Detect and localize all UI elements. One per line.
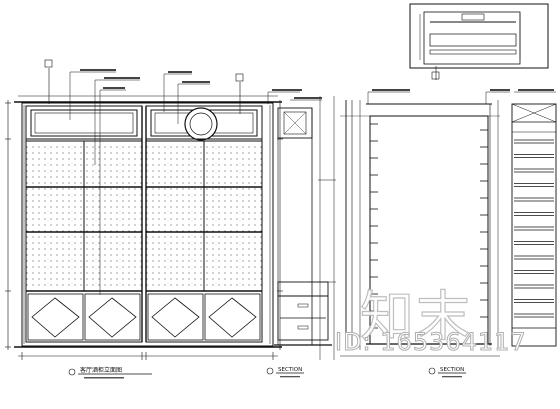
- main-elevation: [5, 59, 283, 360]
- shelf-ticks-left: [370, 123, 378, 329]
- title-side-b: SECTION: [440, 367, 464, 373]
- shelf-ticks-right: [480, 129, 488, 335]
- key-plan: [409, 3, 549, 69]
- callout-notes: [80, 69, 554, 99]
- elevation-b: [340, 66, 510, 357]
- slats: [514, 139, 554, 318]
- title-main-block: 客厅酒柜立面图: [68, 366, 152, 379]
- title-side-b-block: SECTION: [428, 367, 466, 378]
- title-side-a: SECTION: [278, 367, 302, 373]
- side-section: [267, 91, 336, 360]
- title-side-a-block: SECTION: [266, 367, 304, 378]
- title-main: 客厅酒柜立面图: [80, 366, 122, 374]
- slat-strip: [511, 91, 557, 347]
